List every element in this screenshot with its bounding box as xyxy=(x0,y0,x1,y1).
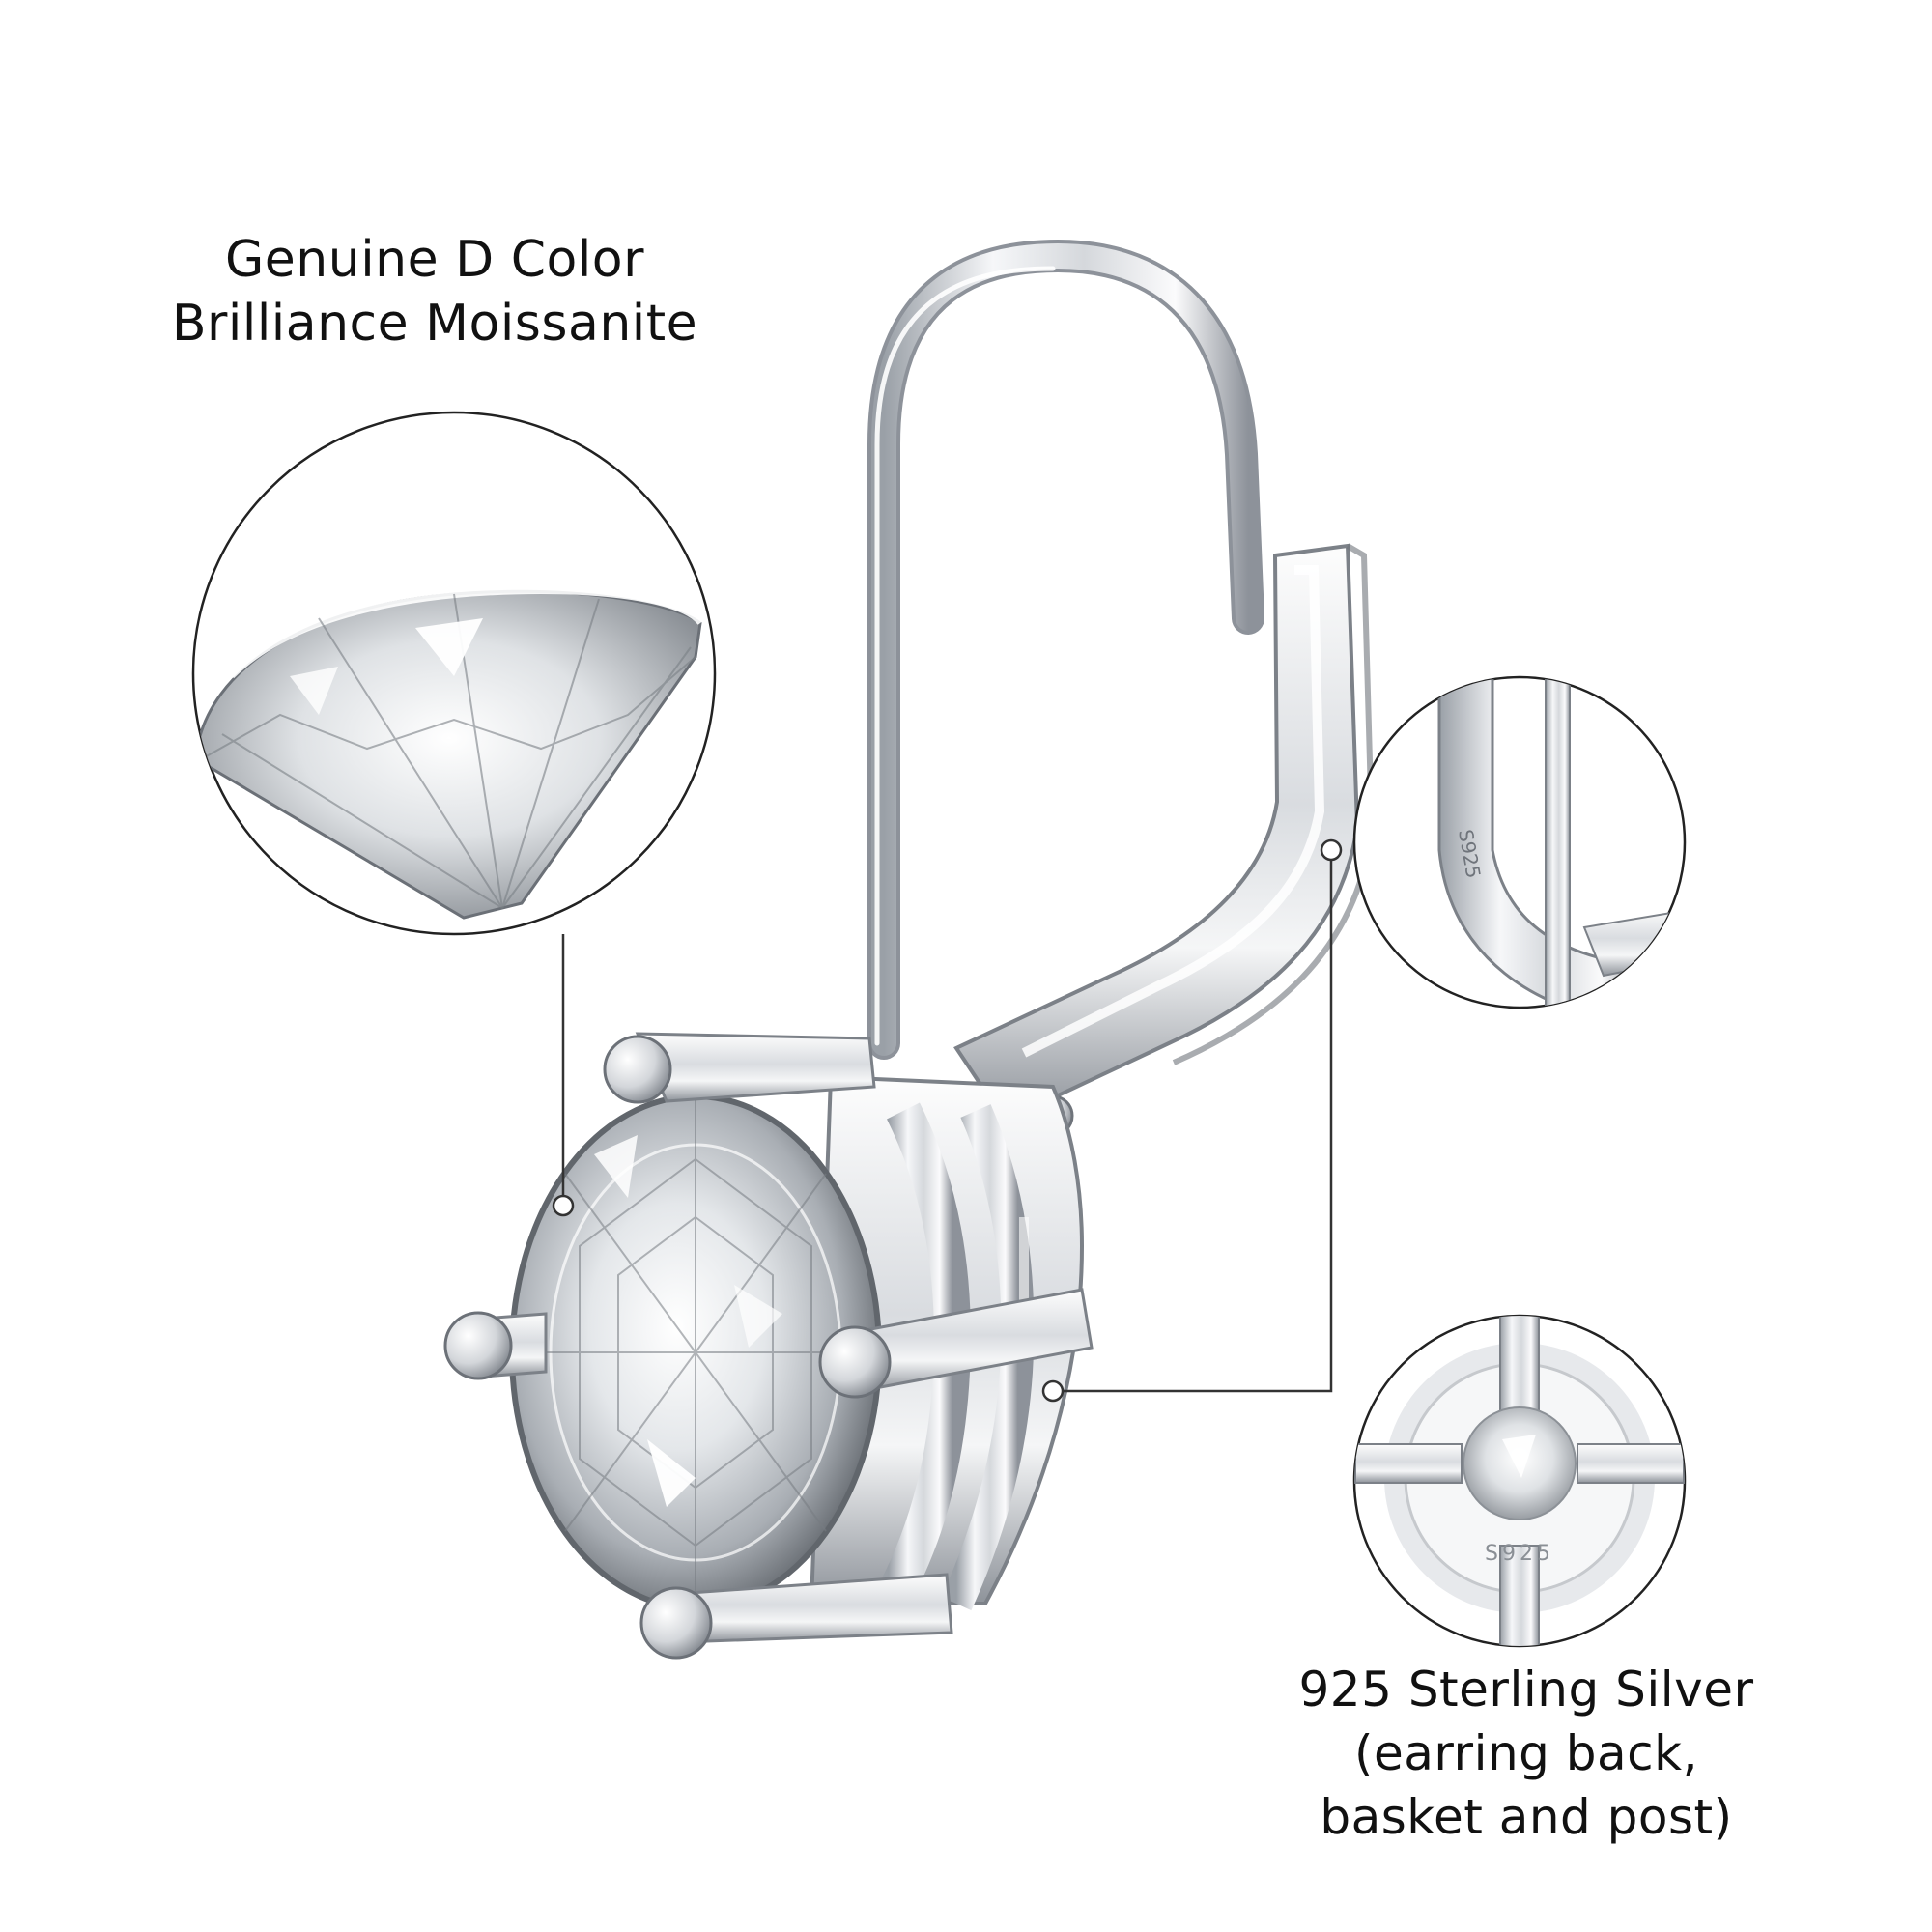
callout-lines xyxy=(552,838,1343,1403)
sterling-silver-callout-label: 925 Sterling Silver (earring back, baske… xyxy=(1256,1658,1797,1849)
basket-callout-dot xyxy=(1041,1379,1065,1403)
hook-callout-dot xyxy=(1320,838,1343,862)
lever-arm xyxy=(953,543,1376,1137)
silver-callout-line xyxy=(1063,860,1333,1393)
silver-label-line-2: (earring back, xyxy=(1353,1725,1699,1781)
silver-label-line-1: 925 Sterling Silver xyxy=(1298,1662,1754,1718)
stone-zoom-circle xyxy=(191,411,717,936)
silver-label-line-3: basket and post) xyxy=(1320,1789,1733,1845)
moissanite-callout-label: Genuine D Color Brilliance Moissanite xyxy=(145,228,724,355)
stone-callout-dot xyxy=(552,1194,575,1217)
prongs xyxy=(443,1032,1094,1660)
hook-stamp-zoom-circle: S925 xyxy=(1352,675,1687,1009)
moissanite-label-line-1: Genuine D Color xyxy=(225,231,644,289)
basket-stamp-zoom-circle: S925 xyxy=(1352,1314,1687,1648)
moissanite-label-line-2: Brilliance Moissanite xyxy=(171,295,698,353)
lever-back-hook xyxy=(867,239,1264,1060)
basket-stamp-text: S925 xyxy=(1485,1542,1554,1566)
